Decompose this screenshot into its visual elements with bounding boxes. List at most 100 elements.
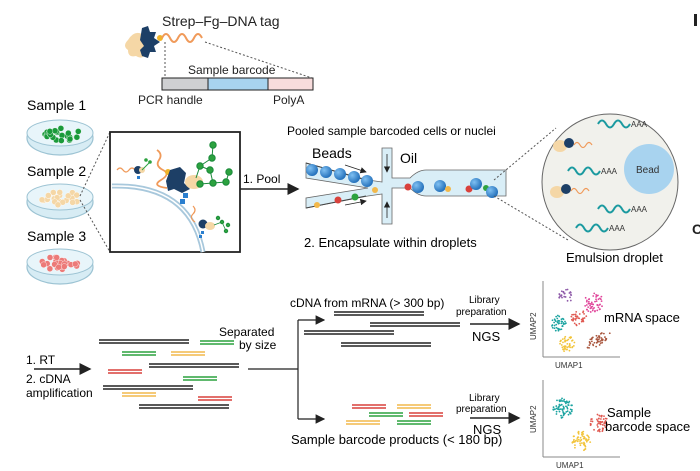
umap-point (598, 429, 601, 432)
cell-dot (61, 263, 68, 270)
cell-dot (46, 265, 54, 272)
umap-point (561, 320, 564, 323)
umap-point (604, 336, 606, 338)
umap-point (554, 320, 557, 323)
umap-point (581, 442, 583, 444)
umap-point (558, 296, 561, 299)
umap-point (576, 440, 579, 443)
umap-point (551, 324, 553, 327)
umap-point (589, 342, 592, 345)
dna-tag-wave (161, 33, 203, 43)
umap-point (589, 311, 592, 313)
umap-point (554, 329, 557, 332)
umap-point (608, 332, 611, 335)
umap-point (561, 296, 563, 299)
umap-point (593, 428, 595, 431)
pooled-cells-title: Pooled sample barcoded cells or nuclei (287, 124, 496, 138)
samples: Sample 1 Sample 2 Sample 3 (26, 97, 94, 285)
barcode-fragments (346, 404, 443, 425)
umap-point (597, 420, 600, 423)
dna-fragment (200, 340, 234, 345)
umap-point (580, 438, 583, 441)
umap-point (583, 449, 585, 452)
sample-2-dish (26, 183, 94, 220)
umap-point (579, 444, 582, 447)
umap-point (558, 315, 561, 318)
umap-point (599, 332, 602, 335)
umap-point (598, 340, 600, 343)
dna-fragment (352, 404, 386, 409)
rt-section: 1. RT 2. cDNA amplification Separated by… (26, 315, 326, 424)
umap-point (561, 416, 564, 419)
umap-point (590, 338, 593, 341)
umap-point (597, 422, 600, 425)
sample-1-label: Sample 1 (27, 97, 86, 113)
mrna-strand: AAA (567, 166, 618, 176)
polya-text: AAA (601, 167, 618, 176)
umap-point (572, 313, 575, 316)
umap-point (556, 327, 559, 330)
umap-point (555, 323, 558, 326)
pcr-handle-segment (161, 77, 209, 91)
umap-point (585, 438, 588, 441)
umap-point (574, 444, 576, 447)
barcode-space-label-1: Sample (607, 405, 651, 420)
umap-cluster (552, 397, 573, 419)
umap-point (553, 327, 556, 330)
umap-point (556, 314, 559, 317)
cell-dot (56, 189, 63, 196)
umap-point (598, 303, 601, 306)
umap-point (568, 345, 570, 348)
barcode-preparation-label: preparation (456, 404, 507, 415)
umap-point (584, 296, 587, 299)
umap-point (601, 339, 604, 342)
umap-point (587, 310, 590, 313)
umap-point (605, 422, 608, 425)
umap-point (589, 338, 592, 341)
umap-point (594, 300, 596, 303)
dna-fragment (346, 420, 380, 425)
umap-point (590, 420, 592, 423)
amplified-fragments (99, 339, 239, 409)
umap-point (556, 321, 559, 323)
umap-point (570, 315, 573, 318)
dna-fragment (149, 363, 239, 368)
umap-point (568, 349, 571, 352)
cell-dot (58, 137, 65, 144)
umap-point (564, 296, 567, 298)
umap-point (571, 346, 574, 348)
umap-point (598, 414, 601, 417)
umap-cluster (559, 335, 576, 353)
umap-point (582, 320, 585, 323)
sample-1-dish (26, 119, 94, 156)
panel-edge-mark (694, 14, 697, 26)
umap-point (561, 325, 564, 327)
rt-step-2b: amplification (26, 386, 93, 400)
umap-point (597, 335, 600, 338)
umap-point (601, 305, 603, 308)
umap-cluster (584, 292, 603, 313)
sample-barcode-segment (207, 77, 269, 91)
umap-point (575, 317, 578, 320)
umap-point (559, 342, 561, 345)
bead-label: Bead (636, 165, 659, 176)
tag-complex-medium (190, 205, 231, 238)
cell-dot (45, 192, 52, 199)
umap-point (603, 424, 606, 427)
mrna-branch: cDNA from mRNA (> 300 bp) Library prepar… (290, 281, 680, 370)
umap-point (584, 445, 587, 448)
cell-dot (40, 261, 47, 269)
umap-point (574, 313, 576, 316)
umap-cluster (551, 314, 567, 332)
umap-point (602, 418, 605, 420)
mrna-ngs-label: NGS (472, 329, 501, 344)
umap-point (575, 315, 578, 318)
umap-point (562, 410, 564, 413)
umap-point (555, 410, 558, 413)
umap-point (565, 288, 567, 291)
umap-cluster (558, 288, 573, 302)
cdna-fragments (304, 311, 460, 347)
umap-cluster (571, 430, 592, 452)
umap-point (564, 335, 567, 338)
